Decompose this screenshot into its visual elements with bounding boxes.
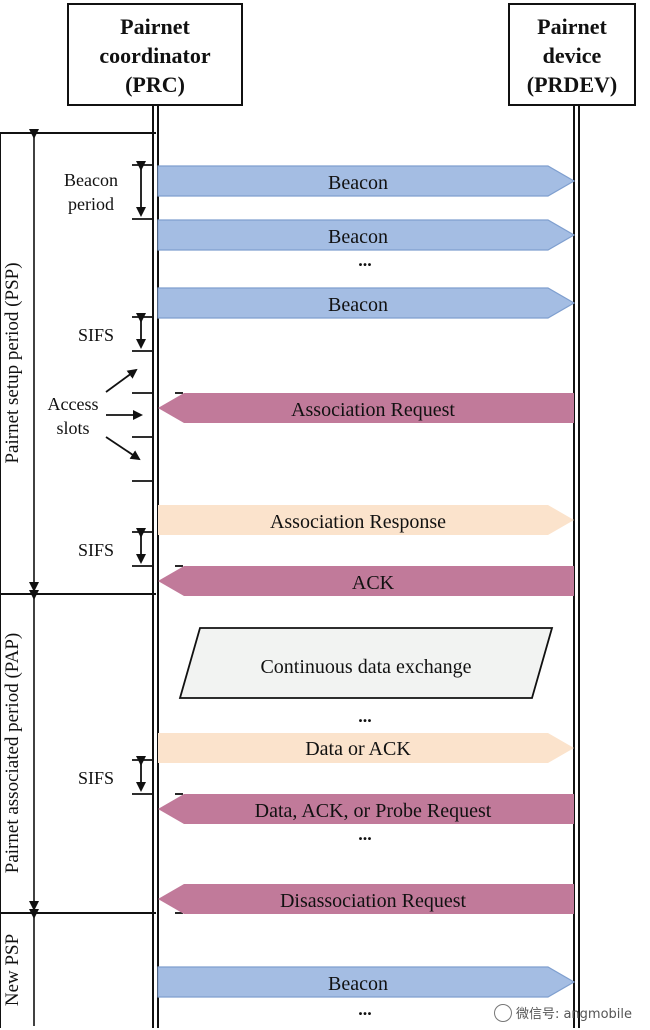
wechat-icon	[493, 1003, 512, 1022]
period-separators	[0, 132, 156, 1028]
new-psp-label: New PSP	[2, 934, 23, 1006]
sifs-label-1: SIFS	[78, 325, 114, 345]
device-box: Pairnet device (PRDEV)	[508, 3, 636, 106]
access-slots-label-2: slots	[56, 418, 89, 438]
beacon-period-marker	[132, 161, 152, 220]
coordinator-box: Pairnet coordinator (PRC)	[67, 3, 243, 106]
coordinator-label-2: coordinator	[99, 43, 210, 68]
data-ack-probe-message: Data, ACK, or Probe Request	[158, 794, 574, 824]
sifs-marker-1	[132, 313, 152, 352]
association-request-label: Association Request	[291, 399, 455, 421]
ellipsis-4: ...	[358, 999, 372, 1019]
beacon-label-3: Beacon	[328, 294, 388, 316]
sifs-marker-3	[132, 756, 152, 795]
pap-label: Pairnet associated period (PAP)	[2, 633, 23, 873]
sifs-marker-2	[132, 528, 152, 567]
data-or-ack-label: Data or ACK	[305, 738, 411, 760]
device-label-1: Pairnet	[537, 14, 607, 39]
ellipsis-3: ...	[358, 824, 372, 844]
association-request-message: Association Request	[158, 393, 574, 423]
device-label-2: device	[543, 43, 602, 68]
coordinator-label-1: Pairnet	[120, 14, 190, 39]
watermark: 微信号: angmobile	[493, 1003, 632, 1022]
beacon-label-2: Beacon	[328, 226, 388, 248]
beacon-period-label-2: period	[68, 194, 114, 214]
beacon-message-4: Beacon	[157, 966, 576, 998]
coordinator-lifeline	[152, 105, 159, 1028]
ellipsis-1: ...	[358, 250, 372, 270]
disassociation-request-message: Disassociation Request	[158, 884, 574, 914]
data-or-ack-message: Data or ACK	[158, 733, 574, 763]
beacon-label-4: Beacon	[328, 973, 388, 995]
access-slot-ticks	[105, 368, 183, 482]
access-slots-label-1: Access	[48, 394, 99, 414]
ellipsis-2: ...	[358, 706, 372, 726]
data-ack-probe-label: Data, ACK, or Probe Request	[255, 800, 492, 822]
data-exchange-block: Continuous data exchange	[178, 627, 554, 699]
ack-message: ACK	[158, 566, 574, 596]
beacon-period-label-1: Beacon	[64, 170, 118, 190]
beacon-label-1: Beacon	[328, 172, 388, 194]
beacon-message-3: Beacon	[157, 287, 576, 319]
beacon-message-2: Beacon	[157, 219, 576, 251]
coordinator-label-3: (PRC)	[125, 72, 185, 97]
disassociation-request-label: Disassociation Request	[280, 890, 467, 912]
sifs-label-2: SIFS	[78, 540, 114, 560]
device-lifeline	[573, 105, 580, 1028]
sifs-label-3: SIFS	[78, 768, 114, 788]
association-response-label: Association Response	[270, 511, 446, 533]
data-exchange-label: Continuous data exchange	[260, 656, 471, 678]
psp-label: Pairnet setup period (PSP)	[2, 262, 23, 463]
watermark-text: 微信号: angmobile	[515, 1007, 632, 1022]
beacon-message-1: Beacon	[157, 165, 576, 197]
association-response-message: Association Response	[158, 505, 574, 535]
ack-label: ACK	[352, 572, 395, 594]
request-tick-marks	[175, 565, 183, 914]
device-label-3: (PRDEV)	[527, 72, 617, 97]
